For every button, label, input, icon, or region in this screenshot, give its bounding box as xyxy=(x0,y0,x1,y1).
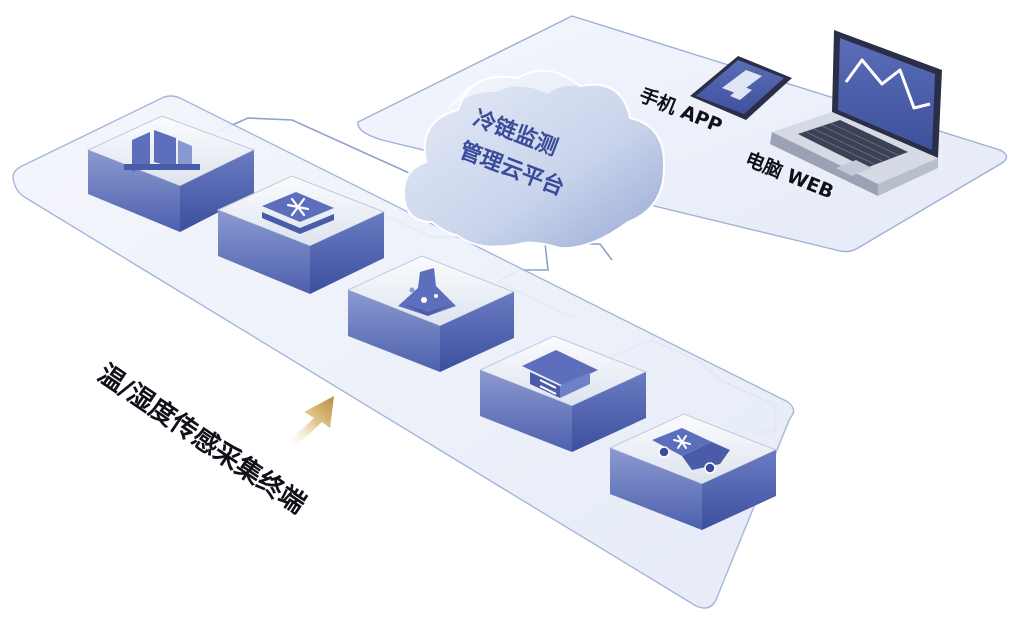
lab-flask-icon xyxy=(398,268,456,316)
laptop-computer-icon xyxy=(770,30,942,196)
freezer-snowflake-icon xyxy=(262,192,334,234)
sensor-terminal-label: 温/湿度传感采集终端 xyxy=(92,358,311,520)
upward-arrow-icon xyxy=(286,396,334,448)
office-building-icon xyxy=(124,130,200,172)
client-panel xyxy=(357,15,1008,253)
sensor-devices xyxy=(86,115,778,530)
warehouse-icon xyxy=(522,350,598,398)
sensor-device-truck xyxy=(608,413,778,530)
sensor-device-freezer xyxy=(216,175,386,294)
refrigerated-truck-icon xyxy=(652,428,730,474)
mobile-phone-icon xyxy=(690,56,792,120)
sensor-device-office xyxy=(86,115,256,232)
cloud-platform: 冷链监测 管理云平台 xyxy=(402,69,666,250)
sensor-device-warehouse xyxy=(478,335,648,452)
sensor-device-lab xyxy=(346,255,516,372)
